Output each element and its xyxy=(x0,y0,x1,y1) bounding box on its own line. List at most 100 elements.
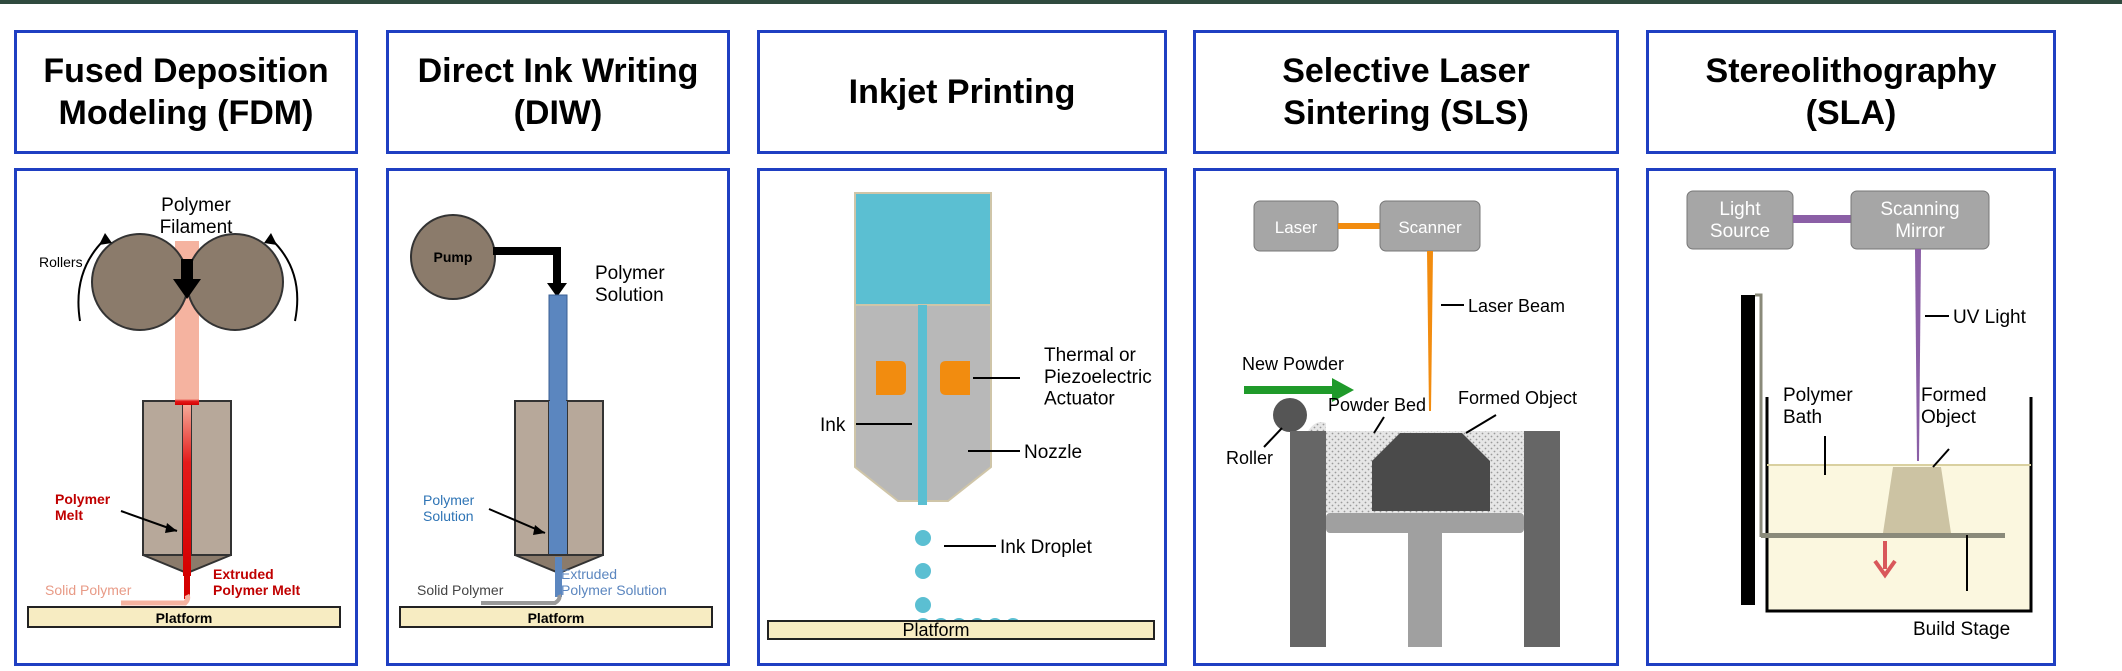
fdm-melt-top xyxy=(175,399,199,405)
sls-new-powder-arrow xyxy=(1244,386,1334,394)
sls-laser-link xyxy=(1338,223,1380,229)
sla-label-build-stage: Build Stage xyxy=(1913,619,2010,640)
diw-pipe-arrowhead xyxy=(547,283,567,297)
fdm-feed-arrow-shaft xyxy=(181,259,193,281)
fdm-nozzle-left xyxy=(142,400,184,556)
title-sla: Stereolithography (SLA) xyxy=(1705,52,1997,132)
sls-label-formed: Formed Object xyxy=(1458,388,1577,408)
inkjet-actuator-left xyxy=(876,361,906,395)
sls-formed-leader xyxy=(1465,414,1497,434)
inkjet-platform xyxy=(767,620,1155,640)
fdm-label-solid: Solid Polymer xyxy=(45,582,132,598)
sla-formed-leader xyxy=(1932,448,1950,468)
inkjet-label-platform: Platform xyxy=(902,620,969,640)
inkjet-droplet-2 xyxy=(915,563,931,579)
fdm-roller-arrowhead-left xyxy=(99,233,112,245)
diw-nozzle-right xyxy=(566,400,604,556)
fdm-melt-pointer-head xyxy=(165,523,177,533)
sla-build-stage xyxy=(1761,533,2005,538)
diw-nozzle-left xyxy=(514,400,550,556)
diw-label-platform: Platform xyxy=(528,610,585,626)
fdm-roller-arrowhead-right xyxy=(264,233,277,245)
fdm-platform xyxy=(27,606,341,628)
title-inkjet: Inkjet Printing xyxy=(848,73,1076,111)
sls-powder-bed-leader xyxy=(1373,416,1385,434)
top-rule xyxy=(0,0,2122,4)
fdm-label-rollers: Rollers xyxy=(39,254,83,270)
sls-roller xyxy=(1273,398,1307,432)
fdm-label-platform: Platform xyxy=(156,610,213,626)
title-box-inkjet: Inkjet Printing xyxy=(757,30,1167,154)
fdm-roller-arrow-right xyxy=(270,238,299,322)
fdm-label-extruded-text-line-2: Polymer Melt xyxy=(213,582,300,598)
sla-label-formed-text-line-2: Object xyxy=(1921,407,1977,428)
sls-label-powder-bed: Powder Bed xyxy=(1328,395,1426,415)
sla-label-light-source-text: Light xyxy=(1719,199,1761,220)
fdm-roller-arrow-left xyxy=(77,238,106,322)
sla-label-uv: UV Light xyxy=(1953,307,2027,328)
diw-label-solution-top-text-line-2: Solution xyxy=(595,285,664,306)
diw-solution-in-nozzle xyxy=(549,401,567,561)
inkjet-label-actuator-text-line-2: Piezoelectric xyxy=(1044,367,1152,388)
sls-formed-object xyxy=(1372,433,1490,511)
inkjet-actuator-right xyxy=(940,361,970,395)
sls-label-scanner: Scanner xyxy=(1398,218,1462,237)
diw-solution-pointer-head xyxy=(533,525,545,535)
sla-down-arrowhead xyxy=(1873,559,1897,579)
sls-piston-plate xyxy=(1326,513,1524,533)
sla-uv-beam xyxy=(1915,249,1921,461)
sls-new-powder-arrowhead xyxy=(1332,378,1354,402)
sla-label-mirror-text-line-2: Mirror xyxy=(1895,221,1945,242)
sls-diagram: Laser Scanner Laser Beam New Powder Powd… xyxy=(1226,200,1577,647)
inkjet-droplet-3 xyxy=(915,597,931,613)
inkjet-ink-channel xyxy=(918,305,927,505)
title-box-diw: Direct Ink Writing (DIW) xyxy=(386,30,730,154)
fdm-feed-arrowhead xyxy=(173,279,201,299)
fdm-label-extruded-text: Extruded xyxy=(213,566,274,582)
fdm-roller-right xyxy=(186,233,284,331)
diw-pump xyxy=(410,214,496,300)
sla-stage-rod xyxy=(1741,295,1755,605)
title-sls: Selective Laser Sintering (SLS) xyxy=(1282,52,1530,132)
diw-platform xyxy=(399,606,713,628)
diw-extrudate-stream xyxy=(555,557,562,597)
sls-piston-rod xyxy=(1408,533,1442,647)
sla-light-link xyxy=(1793,215,1851,223)
fdm-label-filament-text-line-2: Filament xyxy=(160,217,234,238)
inkjet-droplet-1 xyxy=(915,530,931,546)
sls-label-beam: Laser Beam xyxy=(1468,296,1565,316)
fdm-label-melt-text-line-2: Melt xyxy=(55,507,83,523)
title-box-sls: Selective Laser Sintering (SLS) xyxy=(1193,30,1619,154)
sla-label-bath-text: Polymer xyxy=(1783,385,1853,406)
fdm-roller-left xyxy=(91,233,189,331)
diw-label-extruded-text: Extruded xyxy=(561,566,617,582)
sls-laser-beam xyxy=(1427,251,1433,411)
title-fdm: Fused Deposition Modeling (FDM) xyxy=(43,52,329,132)
inkjet-label-actuator-text: Thermal or xyxy=(1044,345,1137,366)
sla-label-mirror-text: Scanning xyxy=(1880,199,1959,220)
fdm-melt-channel xyxy=(183,401,191,576)
sls-label-laser: Laser xyxy=(1275,218,1318,237)
sla-label-bath-text-line-2: Bath xyxy=(1783,407,1822,428)
fdm-solid-polymer-line xyxy=(121,593,191,606)
sla-label-light-source-text-line-2: Source xyxy=(1710,221,1770,242)
inkjet-label-nozzle: Nozzle xyxy=(1024,442,1082,463)
sla-label-formed-text: Formed xyxy=(1921,385,1986,406)
panel-sls: Laser Scanner Laser Beam New Powder Powd… xyxy=(1193,168,1619,666)
inkjet-label-ink: Ink xyxy=(820,415,846,436)
diw-solid-polymer-line xyxy=(481,594,562,605)
